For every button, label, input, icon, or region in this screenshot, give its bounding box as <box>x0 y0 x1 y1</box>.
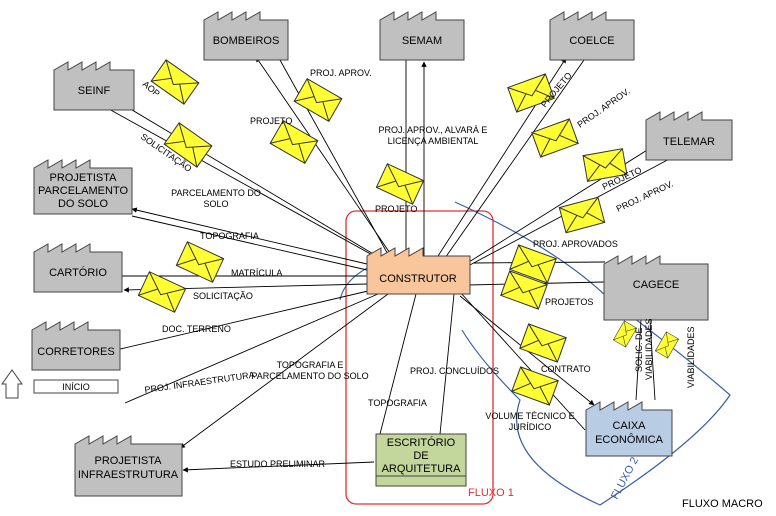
svg-text:PROJETISTA: PROJETISTA <box>94 455 162 467</box>
label-proj-aprov-telemar: PROJ. APROV. <box>615 179 675 214</box>
envelope-icon <box>293 78 343 122</box>
svg-text:CAIXA: CAIXA <box>612 420 646 432</box>
label-topo-parcelamento-line2: PARCELAMENTO DO SOLO <box>251 371 368 381</box>
label-parcelamento-line2: SOLO <box>203 199 228 209</box>
envelope-icon <box>137 271 187 313</box>
node-coelce: COELCE <box>549 11 635 61</box>
label-estudo-preliminar: ESTUDO PRELIMINAR <box>230 459 326 469</box>
label-projetos: PROJETOS <box>545 297 593 307</box>
svg-text:ARQUITETURA: ARQUITETURA <box>382 463 462 475</box>
svg-text:CONSTRUTOR: CONSTRUTOR <box>379 273 456 285</box>
node-projetista-parcelamento: PROJETISTA PARCELAMENTO DO SOLO <box>33 159 133 215</box>
arrow-up-icon <box>1 369 23 399</box>
label-doc-terreno: DOC. TERRENO <box>162 324 231 334</box>
svg-text:SEMAM: SEMAM <box>402 35 442 47</box>
node-construtor: CONSTRUTOR <box>366 247 471 295</box>
svg-text:CARTÓRIO: CARTÓRIO <box>49 266 107 279</box>
label-solic-viab-line1: SOLIC. DE <box>634 327 644 372</box>
svg-text:ESCRITÓRIO: ESCRITÓRIO <box>387 436 456 449</box>
svg-text:BOMBEIROS: BOMBEIROS <box>213 35 280 47</box>
svg-text:CAGECE: CAGECE <box>633 279 679 291</box>
svg-text:DE: DE <box>413 450 428 462</box>
label-projeto-semam: PROJETO <box>375 204 417 214</box>
label-solicitacao-cartorio: SOLICITAÇÃO <box>193 291 253 301</box>
label-topografia: TOPOGRAFIA <box>200 231 259 241</box>
svg-text:ECONÔMICA: ECONÔMICA <box>595 433 664 446</box>
label-semam-line1: PROJ. APROV., ALVARÁ E <box>379 125 488 135</box>
node-escritorio-arquitetura: ESCRITÓRIO DE ARQUITETURA <box>375 433 467 487</box>
label-contrato: CONTRATO <box>541 364 591 374</box>
envelope-icon <box>655 331 679 359</box>
svg-text:INFRAESTRUTURA: INFRAESTRUTURA <box>78 469 179 481</box>
node-projetista-infraestrutura: PROJETISTA INFRAESTRUTURA <box>74 435 183 497</box>
node-cartorio: CARTÓRIO <box>33 243 123 293</box>
label-proj-concluidos: PROJ. CONCLUÍDOS <box>410 366 499 376</box>
svg-text:CORRETORES: CORRETORES <box>37 346 114 358</box>
svg-text:PROJETISTA: PROJETISTA <box>49 172 117 184</box>
label-volume-line2: JURÍDICO <box>509 422 552 432</box>
envelope-icon <box>150 59 200 105</box>
label-parcelamento-line1: PARCELAMENTO DO <box>171 188 261 198</box>
label-matricula: MATRÍCULA <box>231 268 282 278</box>
node-telemar: TELEMAR <box>645 111 733 161</box>
label-semam-line2: LICENÇA AMBIENTAL <box>388 136 479 146</box>
edges <box>106 56 691 473</box>
label-proj-infraestrutura: PROJ. INFRAESTRUTURA <box>144 370 255 395</box>
label-proj-aprov-bombeiros: PROJ. APROV. <box>310 68 372 78</box>
flow-2-label: FLUXO 2 <box>609 455 641 501</box>
label-projeto-bombeiros: PROJETO <box>250 116 292 126</box>
node-bombeiros: BOMBEIROS <box>203 11 289 61</box>
envelope-icon <box>558 196 606 234</box>
label-solic-viab-line2: VIABILIDADES <box>644 318 654 380</box>
label-proj-aprovados: PROJ. APROVADOS <box>533 239 618 249</box>
svg-text:TELEMAR: TELEMAR <box>663 136 715 148</box>
svg-text:PARCELAMENTO: PARCELAMENTO <box>38 185 129 197</box>
node-seinf: SEINF <box>53 61 135 111</box>
svg-text:COELCE: COELCE <box>569 35 614 47</box>
envelope-icon <box>519 323 567 363</box>
svg-text:DO SOLO: DO SOLO <box>58 198 109 210</box>
start-box <box>33 379 119 394</box>
label-topo-parcelamento-line1: TOPOGRAFIA E <box>277 360 344 370</box>
corner-title: FLUXO MACRO <box>682 498 763 510</box>
svg-text:SEINF: SEINF <box>78 85 111 97</box>
label-topografia-escritorio: TOPOGRAFIA <box>368 398 427 408</box>
envelope-icon <box>375 163 425 205</box>
label-viabilidades: VIABILIDADES <box>686 326 696 388</box>
label-volume-line1: VOLUME TÉCNICO E <box>485 411 574 421</box>
flow-1-label: FLUXO 1 <box>468 487 514 499</box>
node-caixa-economica: CAIXA ECONÔMICA <box>585 401 673 457</box>
label-proj-aprov-coelce: PROJ. APROV. <box>575 86 631 130</box>
start-label: INÍCIO <box>62 382 90 392</box>
node-cagece: CAGECE <box>603 255 709 321</box>
flow-1-region <box>345 210 494 505</box>
node-corretores: CORRETORES <box>31 321 121 371</box>
envelope-icon <box>269 120 319 164</box>
node-semam: SEMAM <box>379 11 465 61</box>
